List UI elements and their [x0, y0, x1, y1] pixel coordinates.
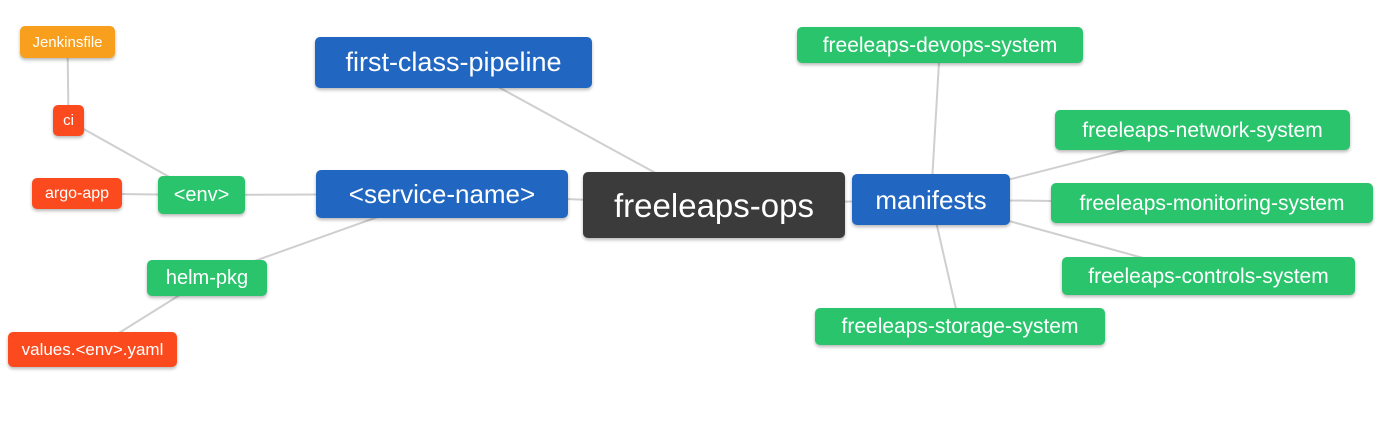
node-label-jenkinsfile: Jenkinsfile — [32, 33, 103, 51]
node-label-ci: ci — [63, 112, 74, 129]
edge-manifests--freeleaps-devops-system — [930, 44, 941, 200]
node-label-values-env-yaml: values.<env>.yaml — [21, 340, 164, 359]
node-freeleaps-ops[interactable]: freeleaps-ops — [583, 172, 845, 238]
node-values-env-yaml[interactable]: values.<env>.yaml — [8, 332, 177, 367]
node-label-env: <env> — [173, 184, 230, 206]
node-label-freeleaps-devops-system: freeleaps-devops-system — [822, 33, 1058, 57]
node-freeleaps-devops-system[interactable]: freeleaps-devops-system — [797, 27, 1083, 63]
node-label-manifests: manifests — [875, 184, 987, 215]
node-freeleaps-controls-system[interactable]: freeleaps-controls-system — [1062, 257, 1355, 295]
node-label-freeleaps-storage-system: freeleaps-storage-system — [841, 315, 1079, 338]
node-env[interactable]: <env> — [158, 176, 245, 214]
node-label-freeleaps-ops: freeleaps-ops — [614, 186, 814, 224]
node-label-freeleaps-network-system: freeleaps-network-system — [1082, 118, 1323, 142]
node-label-first-class-pipeline: first-class-pipeline — [345, 47, 562, 77]
node-freeleaps-monitoring-system[interactable]: freeleaps-monitoring-system — [1051, 183, 1373, 223]
node-label-freeleaps-monitoring-system: freeleaps-monitoring-system — [1079, 191, 1345, 215]
node-helm-pkg[interactable]: helm-pkg — [147, 260, 267, 296]
node-freeleaps-storage-system[interactable]: freeleaps-storage-system — [815, 308, 1105, 345]
node-ci[interactable]: ci — [53, 105, 84, 136]
node-jenkinsfile[interactable]: Jenkinsfile — [20, 26, 115, 58]
node-label-freeleaps-controls-system: freeleaps-controls-system — [1088, 264, 1329, 288]
node-label-helm-pkg: helm-pkg — [165, 267, 249, 289]
node-label-argo-app: argo-app — [44, 184, 110, 202]
node-freeleaps-network-system[interactable]: freeleaps-network-system — [1055, 110, 1350, 150]
node-label-service-name: <service-name> — [348, 179, 536, 209]
node-argo-app[interactable]: argo-app — [32, 178, 122, 209]
node-first-class-pipeline[interactable]: first-class-pipeline — [315, 37, 592, 88]
node-manifests[interactable]: manifests — [852, 174, 1010, 225]
node-service-name[interactable]: <service-name> — [316, 170, 568, 218]
